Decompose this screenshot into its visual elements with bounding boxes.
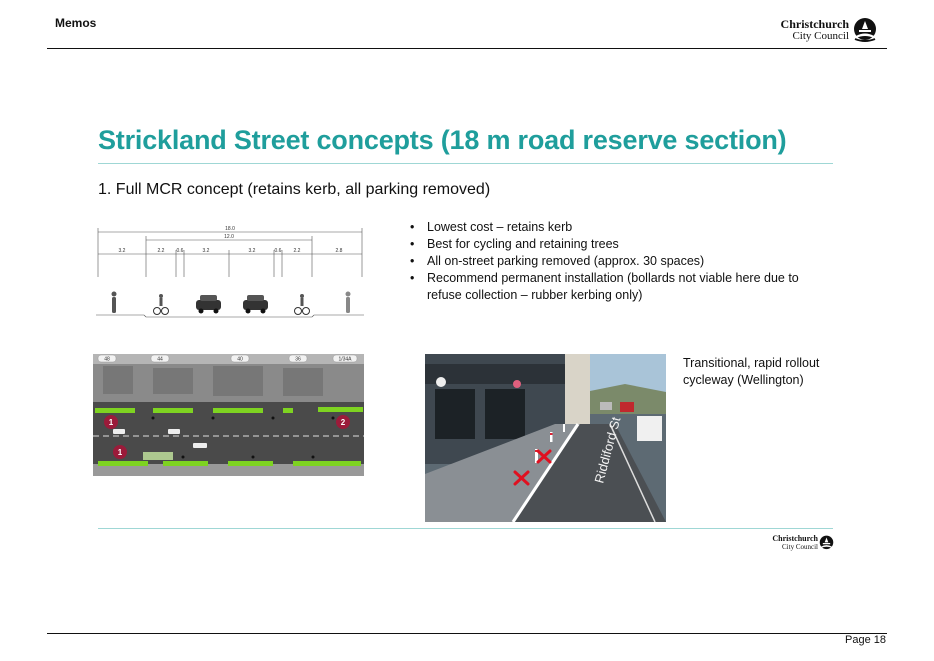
cyclist-icon (153, 294, 169, 315)
slide-title: Strickland Street concepts (18 m road re… (98, 125, 787, 155)
dim-segment: 0.6 (275, 248, 282, 254)
cyclist-icon (294, 294, 310, 315)
dim-total: 18.0 (225, 226, 235, 232)
footer-rule (47, 633, 887, 634)
slide-council-logo: Christchurch City Council (770, 535, 834, 551)
logo-line2: City Council (792, 30, 849, 42)
header-rule (47, 48, 887, 49)
lot-number: 44 (157, 357, 163, 363)
street-photo: Riddiford St (425, 354, 666, 522)
dim-segment: 2.8 (336, 248, 343, 254)
dim-segment: 3.2 (119, 248, 126, 254)
bullet-item: Lowest cost – retains kerb (410, 219, 810, 236)
bullet-item: Best for cycling and retaining trees (410, 236, 810, 253)
title-rule (98, 163, 833, 164)
dim-segment: 3.2 (203, 248, 210, 254)
cathedral-emblem-icon (854, 18, 876, 42)
dim-segment: 3.2 (249, 248, 256, 254)
lot-number: 40 (237, 357, 243, 363)
slide-logo-line2: City Council (782, 543, 818, 551)
bullet-item: All on-street parking removed (approx. 3… (410, 253, 810, 270)
pedestrian-icon (345, 291, 351, 313)
svg-text:2: 2 (341, 418, 346, 427)
road-cross-section-diagram: 18.0 12.0 3.2 2.2 0.6 3.2 3.2 0.6 2.2 2.… (96, 226, 364, 318)
concept-bullet-list: Lowest cost – retains kerb Best for cycl… (410, 219, 810, 304)
plan-marker: 1 (104, 415, 118, 429)
photo-caption: Transitional, rapid rollout cycleway (We… (683, 356, 820, 387)
lot-number: 36 (295, 357, 301, 363)
svg-text:1: 1 (109, 418, 114, 427)
logo-line1: Christchurch (780, 17, 849, 31)
slide-subtitle: 1. Full MCR concept (retains kerb, all p… (98, 181, 491, 198)
plan-marker: 1 (113, 445, 127, 459)
slide-bottom-rule (98, 528, 833, 529)
bullet-item: Recommend permanent installation (bollar… (410, 270, 810, 304)
car-icon (243, 295, 268, 314)
svg-text:1: 1 (118, 448, 123, 457)
dim-segment: 0.6 (177, 248, 184, 254)
plan-marker: 2 (336, 415, 350, 429)
lot-number: 1/34A (338, 357, 352, 363)
page-number: Page 18 (845, 634, 886, 646)
lot-number: 48 (104, 357, 110, 363)
cathedral-emblem-icon (819, 535, 834, 550)
council-logo: Christchurch City Council (775, 16, 877, 44)
pedestrian-icon (111, 291, 117, 313)
aerial-plan-view: 48 44 40 36 1/34A 1 2 1 (93, 354, 364, 476)
car-icon (196, 295, 221, 314)
dim-segment: 2.2 (158, 248, 165, 254)
slide-logo-line1: Christchurch (772, 534, 818, 543)
dim-inner: 12.0 (224, 234, 234, 240)
section-label: Memos (55, 16, 97, 30)
dim-segment: 2.2 (294, 248, 301, 254)
